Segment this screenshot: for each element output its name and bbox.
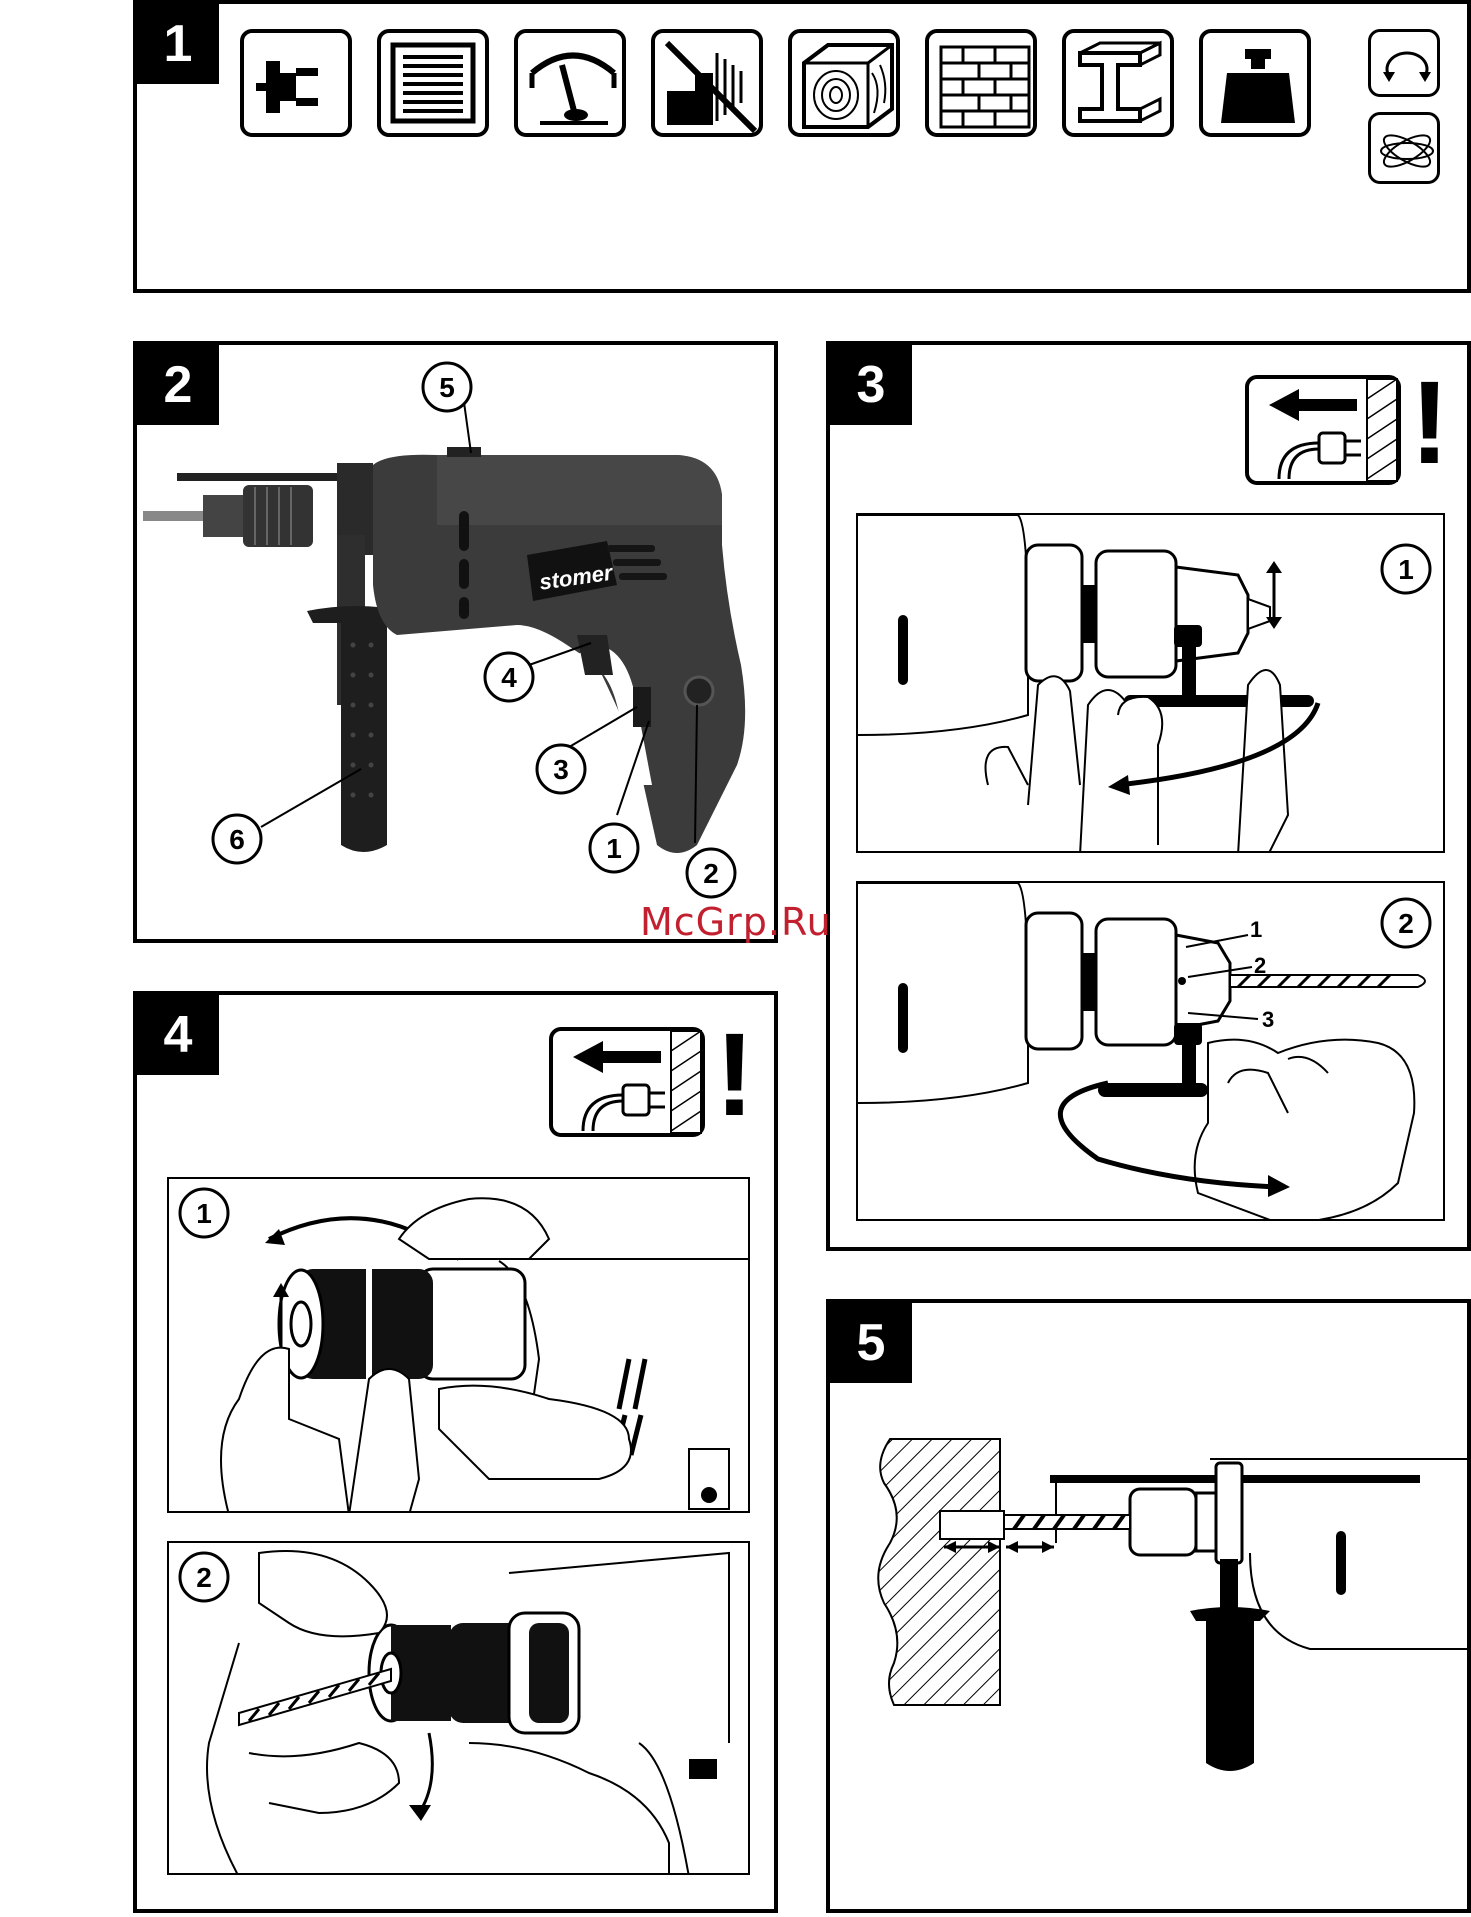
chuck-label-2: 2: [1254, 953, 1266, 978]
step-3-1-number: 1: [1398, 554, 1414, 585]
step-4-2-number: 2: [196, 1562, 212, 1593]
wood-icon: [788, 29, 900, 137]
warning-mark: !: [1410, 363, 1449, 483]
callout-3: 3: [553, 754, 569, 785]
panel-3-number: 3: [830, 345, 912, 425]
speed-gauge-icon: [514, 29, 626, 137]
steel-beam-icon: [1062, 29, 1174, 137]
ventilation-grille-icon: [377, 29, 489, 137]
unplug-warning-icon-2: [549, 1027, 705, 1137]
callout-5: 5: [439, 372, 455, 403]
panel-3-step-2: 1 2 3 2: [856, 881, 1445, 1221]
panel-3-step-1: 1: [856, 513, 1445, 853]
warning-mark-2: !: [715, 1015, 754, 1135]
watermark: McGrp.Ru: [640, 900, 832, 944]
vibration-icon: [1368, 112, 1440, 184]
reverse-rotation-icon: [1368, 29, 1440, 97]
callout-4: 4: [501, 662, 517, 693]
power-plug-icon: [240, 29, 352, 137]
depth-stop-illustration: [830, 1303, 1471, 1917]
panel-5: 5: [826, 1299, 1471, 1913]
chuck-label-1: 1: [1250, 917, 1262, 942]
callout-2: 2: [703, 858, 719, 889]
step-4-1-number: 1: [196, 1198, 212, 1229]
panel-1-number: 1: [137, 4, 219, 84]
chuck-label-3: 3: [1262, 1007, 1274, 1032]
step-3-2-number: 2: [1398, 908, 1414, 939]
callout-1: 1: [606, 833, 622, 864]
panel-4: 4 !: [133, 991, 778, 1913]
callout-6: 6: [229, 824, 245, 855]
drill-illustration: stomer: [137, 345, 782, 947]
weight-icon: [1199, 29, 1311, 137]
panel-3: 3 !: [826, 341, 1471, 1251]
panel-4-step-2: 2: [167, 1541, 750, 1875]
panel-2: 2: [133, 341, 778, 943]
unplug-warning-icon: [1245, 375, 1401, 485]
panel-1: 1: [133, 0, 1471, 293]
panel-4-number: 4: [137, 995, 219, 1075]
no-hammer-icon: [651, 29, 763, 137]
panel-4-step-1: 1: [167, 1177, 750, 1513]
brick-icon: [925, 29, 1037, 137]
